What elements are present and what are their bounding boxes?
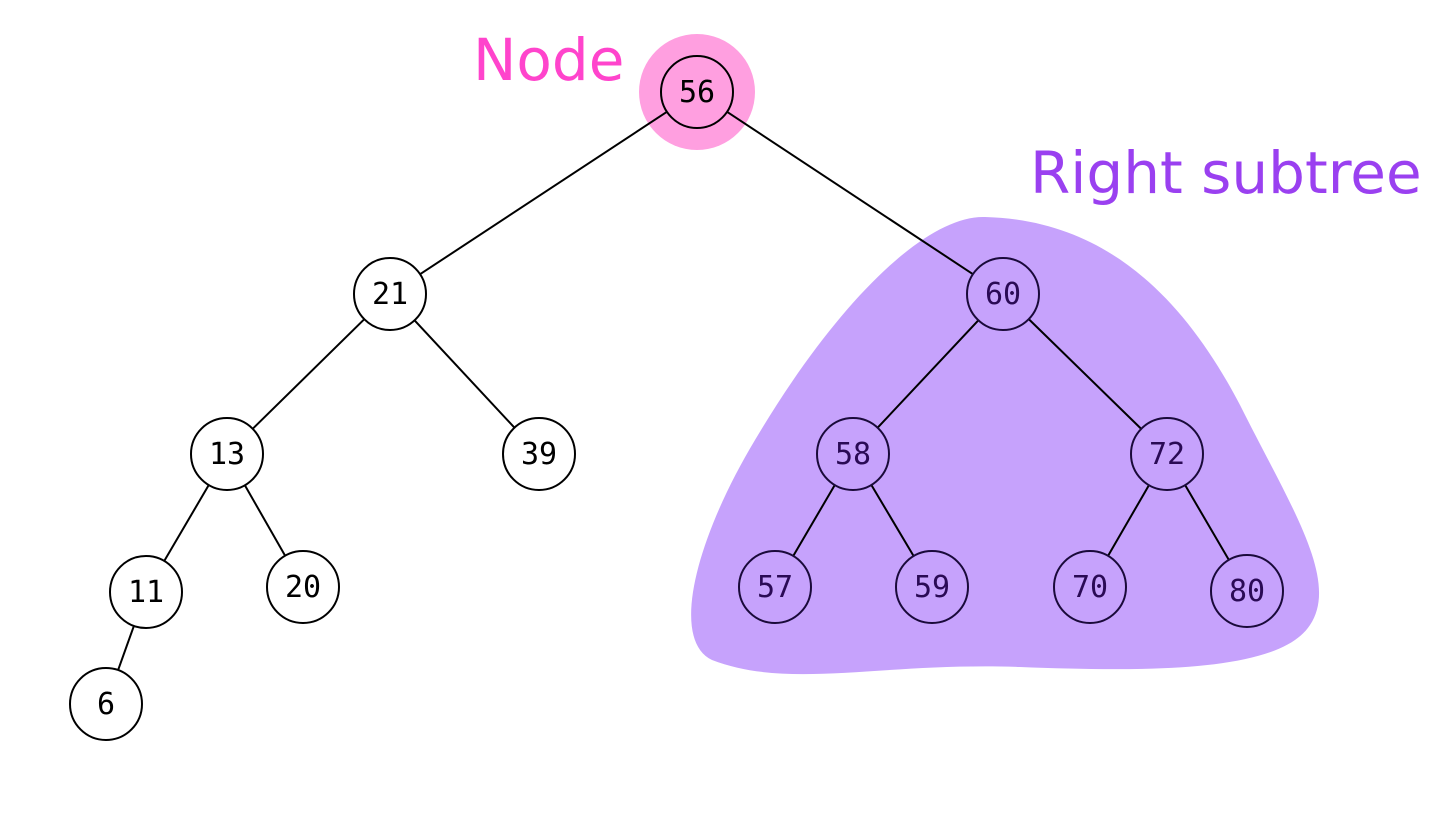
node-callout-label: Node bbox=[473, 26, 624, 94]
tree-node-57: 57 bbox=[738, 550, 812, 624]
tree-node-80: 80 bbox=[1210, 554, 1284, 628]
tree-edges bbox=[117, 110, 1230, 671]
right-subtree-callout-label: Right subtree bbox=[1030, 139, 1422, 207]
tree-node-11: 11 bbox=[109, 555, 183, 629]
tree-node-60: 60 bbox=[966, 257, 1040, 331]
node-circle bbox=[502, 417, 576, 491]
edge-72-70 bbox=[1107, 484, 1150, 557]
tree-node-56: 56 bbox=[660, 55, 734, 129]
node-value-label: 13 bbox=[209, 437, 245, 472]
node-value-label: 58 bbox=[835, 437, 871, 472]
tree-node-72: 72 bbox=[1130, 417, 1204, 491]
node-circle bbox=[69, 667, 143, 741]
node-value-label: 72 bbox=[1149, 437, 1185, 472]
node-circle bbox=[660, 55, 734, 129]
node-circle bbox=[190, 417, 264, 491]
edge-60-72 bbox=[1028, 318, 1142, 430]
node-circle bbox=[266, 550, 340, 624]
node-circle bbox=[895, 550, 969, 624]
edge-56-21 bbox=[419, 110, 668, 276]
node-value-label: 80 bbox=[1229, 574, 1265, 609]
tree-node-59: 59 bbox=[895, 550, 969, 624]
edge-13-11 bbox=[163, 484, 210, 562]
node-value-label: 56 bbox=[679, 75, 715, 110]
node-value-label: 6 bbox=[97, 687, 115, 722]
node-highlight bbox=[639, 34, 755, 150]
node-circle bbox=[1053, 550, 1127, 624]
node-circle bbox=[738, 550, 812, 624]
node-circle bbox=[966, 257, 1040, 331]
tree-node-6: 6 bbox=[69, 667, 143, 741]
node-value-label: 57 bbox=[757, 570, 793, 605]
tree-node-58: 58 bbox=[816, 417, 890, 491]
right-subtree-region bbox=[691, 216, 1320, 675]
node-value-label: 60 bbox=[985, 277, 1021, 312]
tree-node-70: 70 bbox=[1053, 550, 1127, 624]
node-value-label: 39 bbox=[521, 437, 557, 472]
node-value-label: 20 bbox=[285, 570, 321, 605]
node-value-label: 70 bbox=[1072, 570, 1108, 605]
edge-72-80 bbox=[1184, 484, 1230, 561]
edge-11-6 bbox=[117, 625, 135, 671]
edge-60-58 bbox=[876, 319, 980, 429]
node-value-label: 59 bbox=[914, 570, 950, 605]
edge-58-59 bbox=[870, 484, 915, 557]
node-value-label: 11 bbox=[128, 575, 164, 610]
tree-node-21: 21 bbox=[353, 257, 427, 331]
node-circle bbox=[1130, 417, 1204, 491]
node-value-label: 21 bbox=[372, 277, 408, 312]
edge-56-60 bbox=[726, 110, 974, 276]
tree-node-39: 39 bbox=[502, 417, 576, 491]
tree-node-13: 13 bbox=[190, 417, 264, 491]
edge-58-57 bbox=[792, 484, 836, 557]
edge-21-39 bbox=[413, 319, 516, 429]
node-circle bbox=[1210, 554, 1284, 628]
edge-13-20 bbox=[243, 484, 287, 557]
node-circle bbox=[109, 555, 183, 629]
tree-nodes: 56 21 60 13 39 58 72 11 20 57 59 70 80 6 bbox=[69, 55, 1284, 741]
tree-node-20: 20 bbox=[266, 550, 340, 624]
edge-21-13 bbox=[251, 318, 366, 430]
node-circle bbox=[353, 257, 427, 331]
node-circle bbox=[816, 417, 890, 491]
